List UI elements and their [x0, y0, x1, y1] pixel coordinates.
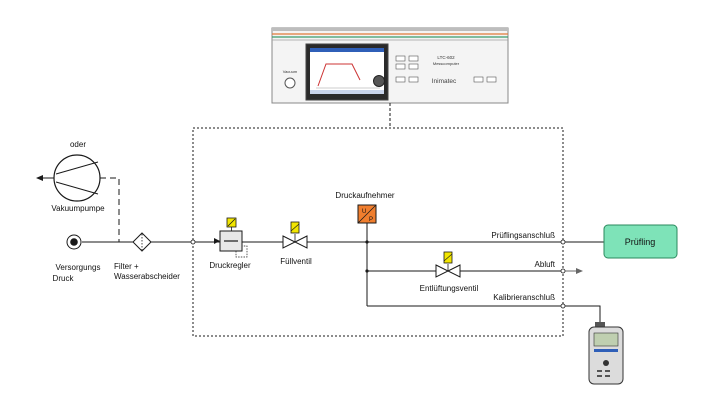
vacuum-port-icon — [284, 77, 296, 89]
label-oder: oder — [70, 140, 86, 149]
label-entlueftungsventil: Entlüftungsventil — [420, 284, 479, 293]
label-vakuumpumpe: Vakuumpumpe — [51, 204, 105, 213]
instrument-panel: Vacuum LTC-602 Messcomputer Inimatec — [271, 27, 509, 104]
label-filter-2: Wasserabscheider — [114, 272, 180, 281]
supply-port-icon — [66, 234, 82, 250]
vacuum-line — [100, 177, 120, 242]
label-versorgung-2: Druck — [53, 274, 75, 283]
instrument-brand: Inimatec — [432, 78, 457, 85]
fill-valve-icon — [282, 221, 308, 249]
device-enclosure — [192, 127, 564, 337]
exhaust-port — [560, 268, 566, 274]
vacuum-pump-icon — [53, 154, 101, 202]
label-fuellventil: Füllventil — [280, 257, 312, 266]
label-druckregler: Druckregler — [209, 261, 251, 270]
label-kalibrieranschluss: Kalibrieranschluß — [493, 293, 555, 302]
instrument-keypad — [395, 55, 497, 83]
pruefling-box — [603, 224, 678, 259]
transducer-p: P — [369, 217, 373, 223]
filter-icon — [132, 232, 152, 252]
label-versorgung-1: Versorgungs — [56, 263, 101, 272]
calibration-port — [560, 303, 566, 309]
label-abluft: Abluft — [535, 260, 556, 269]
transducer-u: U — [362, 209, 366, 215]
instrument-display — [310, 48, 384, 94]
calibrator-handheld-icon — [588, 322, 624, 385]
calibration-hose — [565, 305, 601, 325]
label-druckaufnehmer: Druckaufnehmer — [335, 191, 394, 200]
vent-valve-icon — [435, 251, 461, 278]
instrument-knob — [373, 75, 385, 87]
instrument-model: LTC-602 — [437, 55, 455, 60]
label-filter-1: Filter + — [114, 262, 139, 271]
instrument-left-label: Vacuum — [283, 69, 298, 74]
label-pruefling: Prüfling — [625, 237, 656, 247]
pruefling-port — [560, 239, 566, 245]
label-pruefling-anschluss: Prüflingsanschluß — [491, 231, 555, 240]
instrument-subtitle: Messcomputer — [433, 61, 460, 66]
enclosure-inlet — [190, 239, 196, 245]
pressure-regulator-icon — [214, 217, 248, 258]
pressure-transducer-icon: U P — [357, 204, 377, 242]
